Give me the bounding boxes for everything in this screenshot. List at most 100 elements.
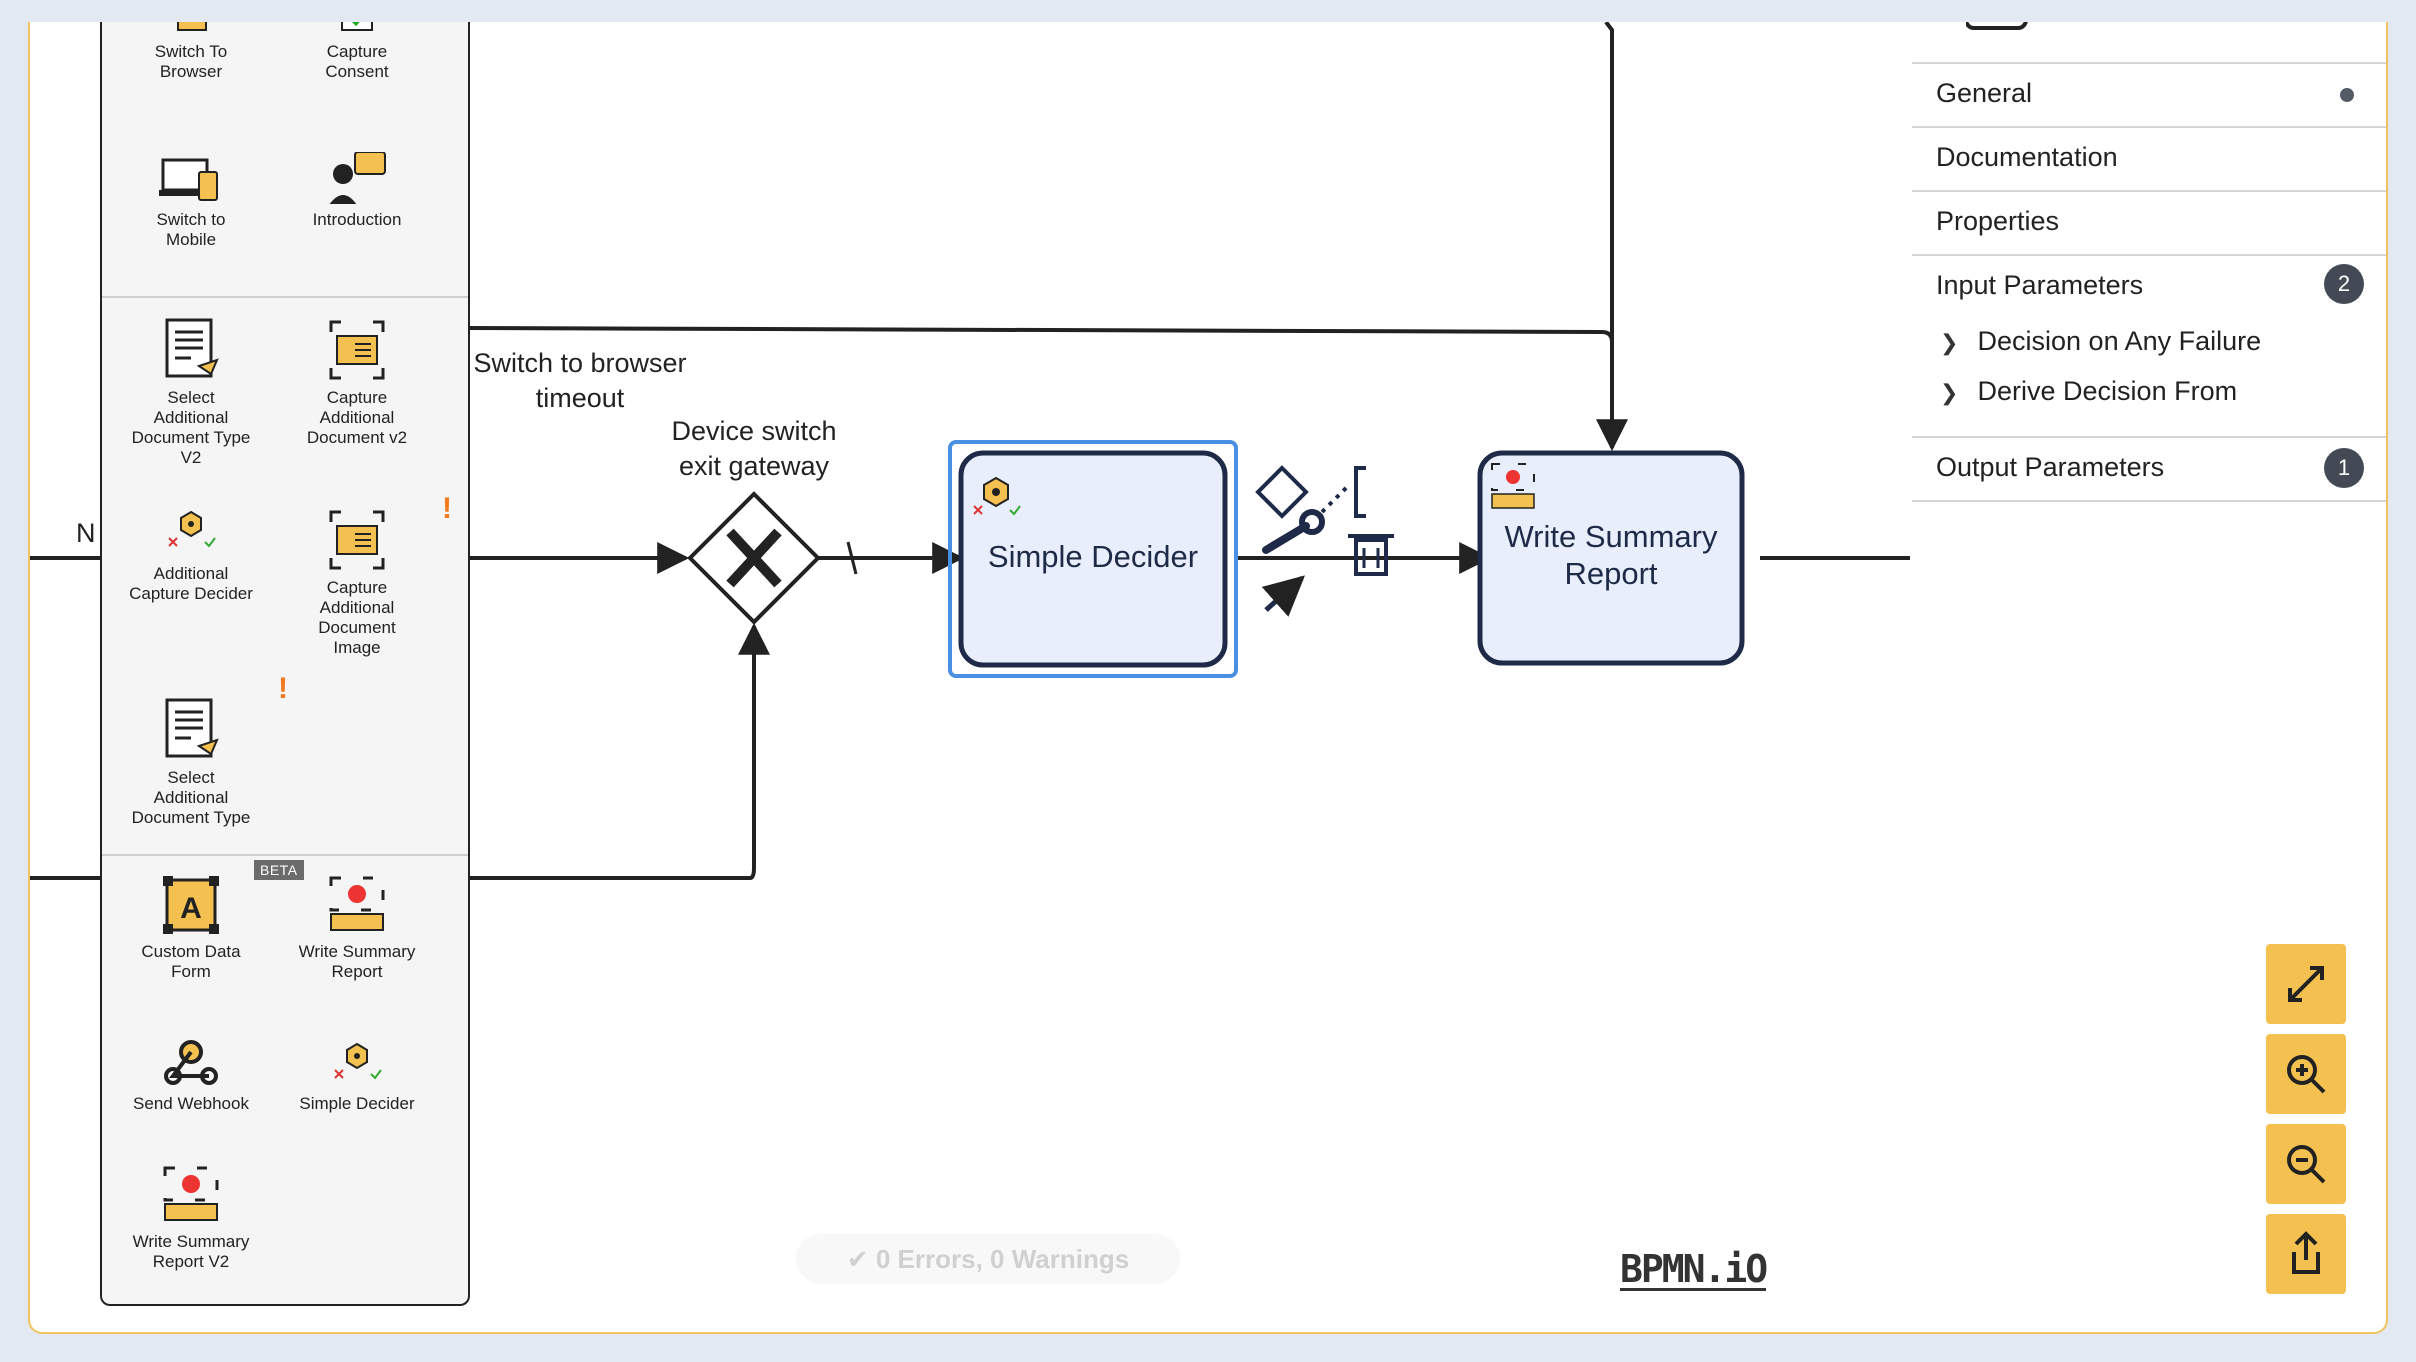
mobile-switch-icon [159,158,218,201]
exclusive-gateway[interactable] [687,491,821,625]
palette-item-label: Select Additional Document Type V2 [131,388,251,467]
element-palette: Switch To Browser Capture Consent Switch… [100,22,470,1306]
zoom-in-button[interactable] [2266,1034,2346,1114]
check-icon: ✔ [846,1244,869,1274]
report-icon [1491,463,1535,509]
default-flow-marker [846,541,858,575]
timeout-flow-label: Switch to browser timeout [473,348,687,413]
linting-status-text: 0 Errors, 0 Warnings [875,1244,1130,1274]
sequence-flow[interactable] [465,326,1614,343]
export-button[interactable] [2266,1214,2346,1294]
chevron-right-icon: ❯ [1940,380,1959,405]
append-gateway-icon[interactable] [1255,465,1309,519]
beta-badge: BETA [254,860,304,880]
palette-item-label: Write Summary Report [298,942,416,981]
write-summary-report-label: Write Summary Report [1504,519,1718,591]
palette-item-label: Custom Data Form [141,942,241,981]
group-properties[interactable]: Properties [1912,190,2386,254]
connect-arrow-icon[interactable] [1261,575,1305,617]
palette-item-write-summary-report[interactable]: Write Summary Report [272,876,442,982]
expand-icon [2288,966,2324,1002]
properties-header-fragment [1912,22,2386,62]
group-input-parameters-label: Input Parameters [1936,270,2144,300]
consent-icon [341,22,373,31]
palette-item-label: Capture Consent [325,42,389,81]
palette-item-switch-to-mobile[interactable]: Switch to Mobile [106,152,276,250]
gateway-label: Device switch exit gateway [671,416,837,481]
input-parameter-item[interactable]: ❯ Derive Decision From [1940,376,2237,407]
simple-decider-label: Simple Decider [987,539,1199,574]
palette-group-device: Switch To Browser Capture Consent Switch… [102,22,468,298]
palette-item-capture-additional-document-image[interactable]: Capture Additional Document Image [272,508,442,658]
context-pad [1255,465,1394,617]
output-count-badge: 1 [2324,448,2364,488]
palette-item-write-summary-report-v2[interactable]: Write Summary Report V2 [106,1166,276,1272]
zoom-out-button[interactable] [2266,1124,2346,1204]
group-properties-label: Properties [1936,206,2060,236]
properties-panel: General Documentation Properties Input P… [1912,22,2386,502]
palette-item-custom-data-form[interactable]: A Custom Data Form [106,876,276,982]
palette-item-label: Write Summary Report V2 [132,1232,250,1271]
custom-form-icon: A [163,876,219,934]
input-parameter-label: Decision on Any Failure [1977,326,2262,356]
share-icon [2292,1231,2320,1274]
palette-item-additional-capture-decider[interactable]: Additional Capture Decider [106,508,276,604]
simple-decider-task[interactable] [958,450,1228,668]
palette-group-documents: Select Additional Document Type V2 Captu… [102,298,468,856]
group-input-parameters[interactable]: Input Parameters 2 [1912,254,2386,318]
group-documentation[interactable]: Documentation [1912,126,2386,190]
palette-item-label: Switch to Mobile [156,210,226,249]
palette-group-actions: BETA A Custom Data Form Write Summary Re… [102,856,468,1304]
general-status-dot [2340,88,2354,102]
sequence-flow[interactable] [466,622,770,880]
palette-item-select-additional-document-type-v2[interactable]: Select Additional Document Type V2 [106,318,276,468]
palette-item-label: Capture Additional Document v2 [306,388,408,447]
palette-item-label: Simple Decider [299,1094,415,1113]
svg-text:A: A [180,892,202,925]
webhook-icon [164,1040,218,1085]
palette-item-label: Introduction [312,210,402,229]
report-icon [163,1166,219,1221]
warning-icon: ! [442,492,452,525]
palette-item-capture-consent[interactable]: Capture Consent [272,22,442,82]
palette-item-label: Switch To Browser [154,42,228,81]
modeler-frame: N Switch to browser timeout Device switc… [28,22,2388,1334]
zoom-out-icon [2287,1145,2326,1184]
linting-status[interactable]: ✔ 0 Errors, 0 Warnings [796,1234,1180,1284]
bpmn-io-logo[interactable]: BPMN.iO [1620,1247,1768,1291]
sequence-flow[interactable] [1596,22,1628,452]
write-summary-report-task[interactable] [1477,450,1745,666]
diagram-svg[interactable] [30,22,2386,1332]
palette-item-switch-to-browser[interactable]: Switch To Browser [106,22,276,82]
document-capture-icon [329,510,385,570]
palette-item-introduction[interactable]: Introduction [272,152,442,230]
palette-item-select-additional-document-type[interactable]: Select Additional Document Type [106,698,276,828]
decider-icon [973,476,1021,516]
group-output-parameters-label: Output Parameters [1936,452,2165,482]
introduction-icon [329,152,386,204]
palette-item-label: Send Webhook [133,1094,249,1113]
annotation-icon[interactable] [1320,466,1366,518]
decider-icon [168,510,216,548]
palette-item-capture-additional-document-v2[interactable]: Capture Additional Document v2 [272,318,442,448]
group-output-parameters[interactable]: Output Parameters 1 [1912,436,2386,502]
input-count-badge: 2 [2324,264,2364,304]
palette-item-simple-decider[interactable]: Simple Decider [272,1036,442,1114]
document-select-icon [165,698,219,758]
trash-icon[interactable] [1348,534,1394,576]
palette-item-send-webhook[interactable]: Send Webhook [106,1036,276,1114]
input-parameter-item[interactable]: ❯ Decision on Any Failure [1940,326,2261,357]
diagram-canvas[interactable]: N Switch to browser timeout Device switc… [30,22,2386,1332]
group-general[interactable]: General [1912,62,2386,126]
palette-item-label: Select Additional Document Type [131,768,251,827]
selection-outline [948,440,1238,678]
document-capture-icon [329,320,385,380]
zoom-in-icon [2287,1055,2326,1094]
input-parameter-label: Derive Decision From [1977,376,2238,406]
fullscreen-button[interactable] [2266,944,2346,1024]
warning-icon: ! [278,672,288,705]
decider-icon [334,1042,382,1080]
element-type-icon [1966,22,2028,30]
wrench-icon[interactable] [1262,509,1325,554]
palette-item-label: Additional Capture Decider [129,564,253,603]
